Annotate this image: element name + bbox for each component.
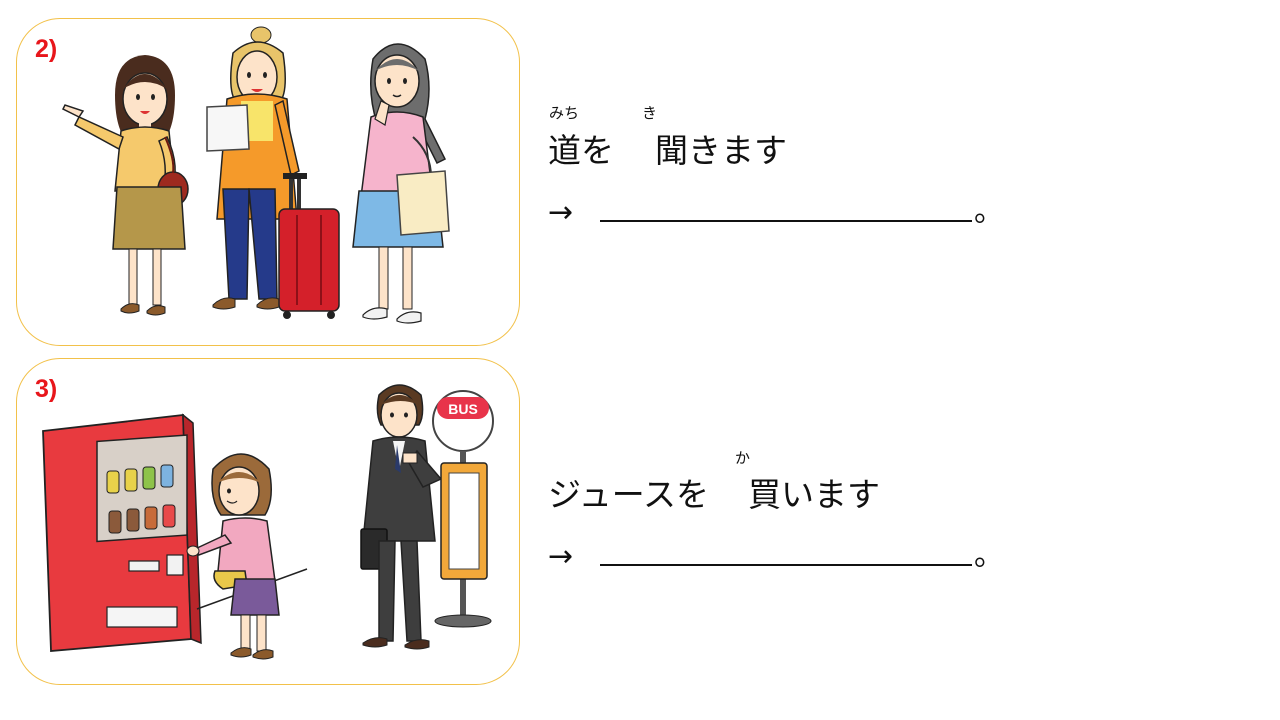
phrase-verb: 聞きます: [655, 131, 787, 170]
item-number: 2): [35, 35, 58, 63]
verb-phrase: ジュースを 買います: [548, 468, 880, 516]
bus-stop-sign: BUS: [432, 390, 494, 628]
phrase-object: ジュースを: [548, 475, 710, 514]
phrase-object: 道を: [548, 131, 614, 170]
suitcase-illustration: [278, 173, 340, 319]
furigana-michi: みち: [549, 104, 580, 122]
sentence-period: 。: [974, 538, 1004, 573]
answer-blank[interactable]: [600, 564, 972, 566]
phrase-verb: 買います: [748, 475, 881, 514]
bus-label: BUS: [448, 401, 478, 417]
answer-line: → 。: [548, 530, 1004, 574]
sentence-period: 。: [974, 194, 1004, 229]
tourist-woman-figure: [206, 26, 300, 310]
furigana-ki: き: [642, 104, 658, 122]
shopping-woman-figure: [186, 453, 280, 660]
verb-phrase: 道を 聞きます: [548, 124, 787, 172]
local-girl-figure: [352, 43, 450, 324]
illustration-panel-2: 2): [16, 18, 520, 346]
answer-line: → 。: [548, 186, 1004, 230]
arrow-icon: →: [548, 195, 574, 230]
item-number: 3): [35, 375, 58, 403]
asking-directions-illustration: [61, 26, 450, 324]
furigana-ka: か: [735, 449, 751, 467]
answer-blank[interactable]: [600, 220, 972, 222]
illustration-panel-3: 3): [16, 358, 520, 685]
vending-machine-illustration: BUS: [42, 384, 494, 660]
businessman-figure: [360, 384, 443, 650]
pointing-woman-figure: [61, 55, 189, 316]
vending-machine: [42, 413, 308, 652]
arrow-icon: →: [548, 539, 574, 574]
